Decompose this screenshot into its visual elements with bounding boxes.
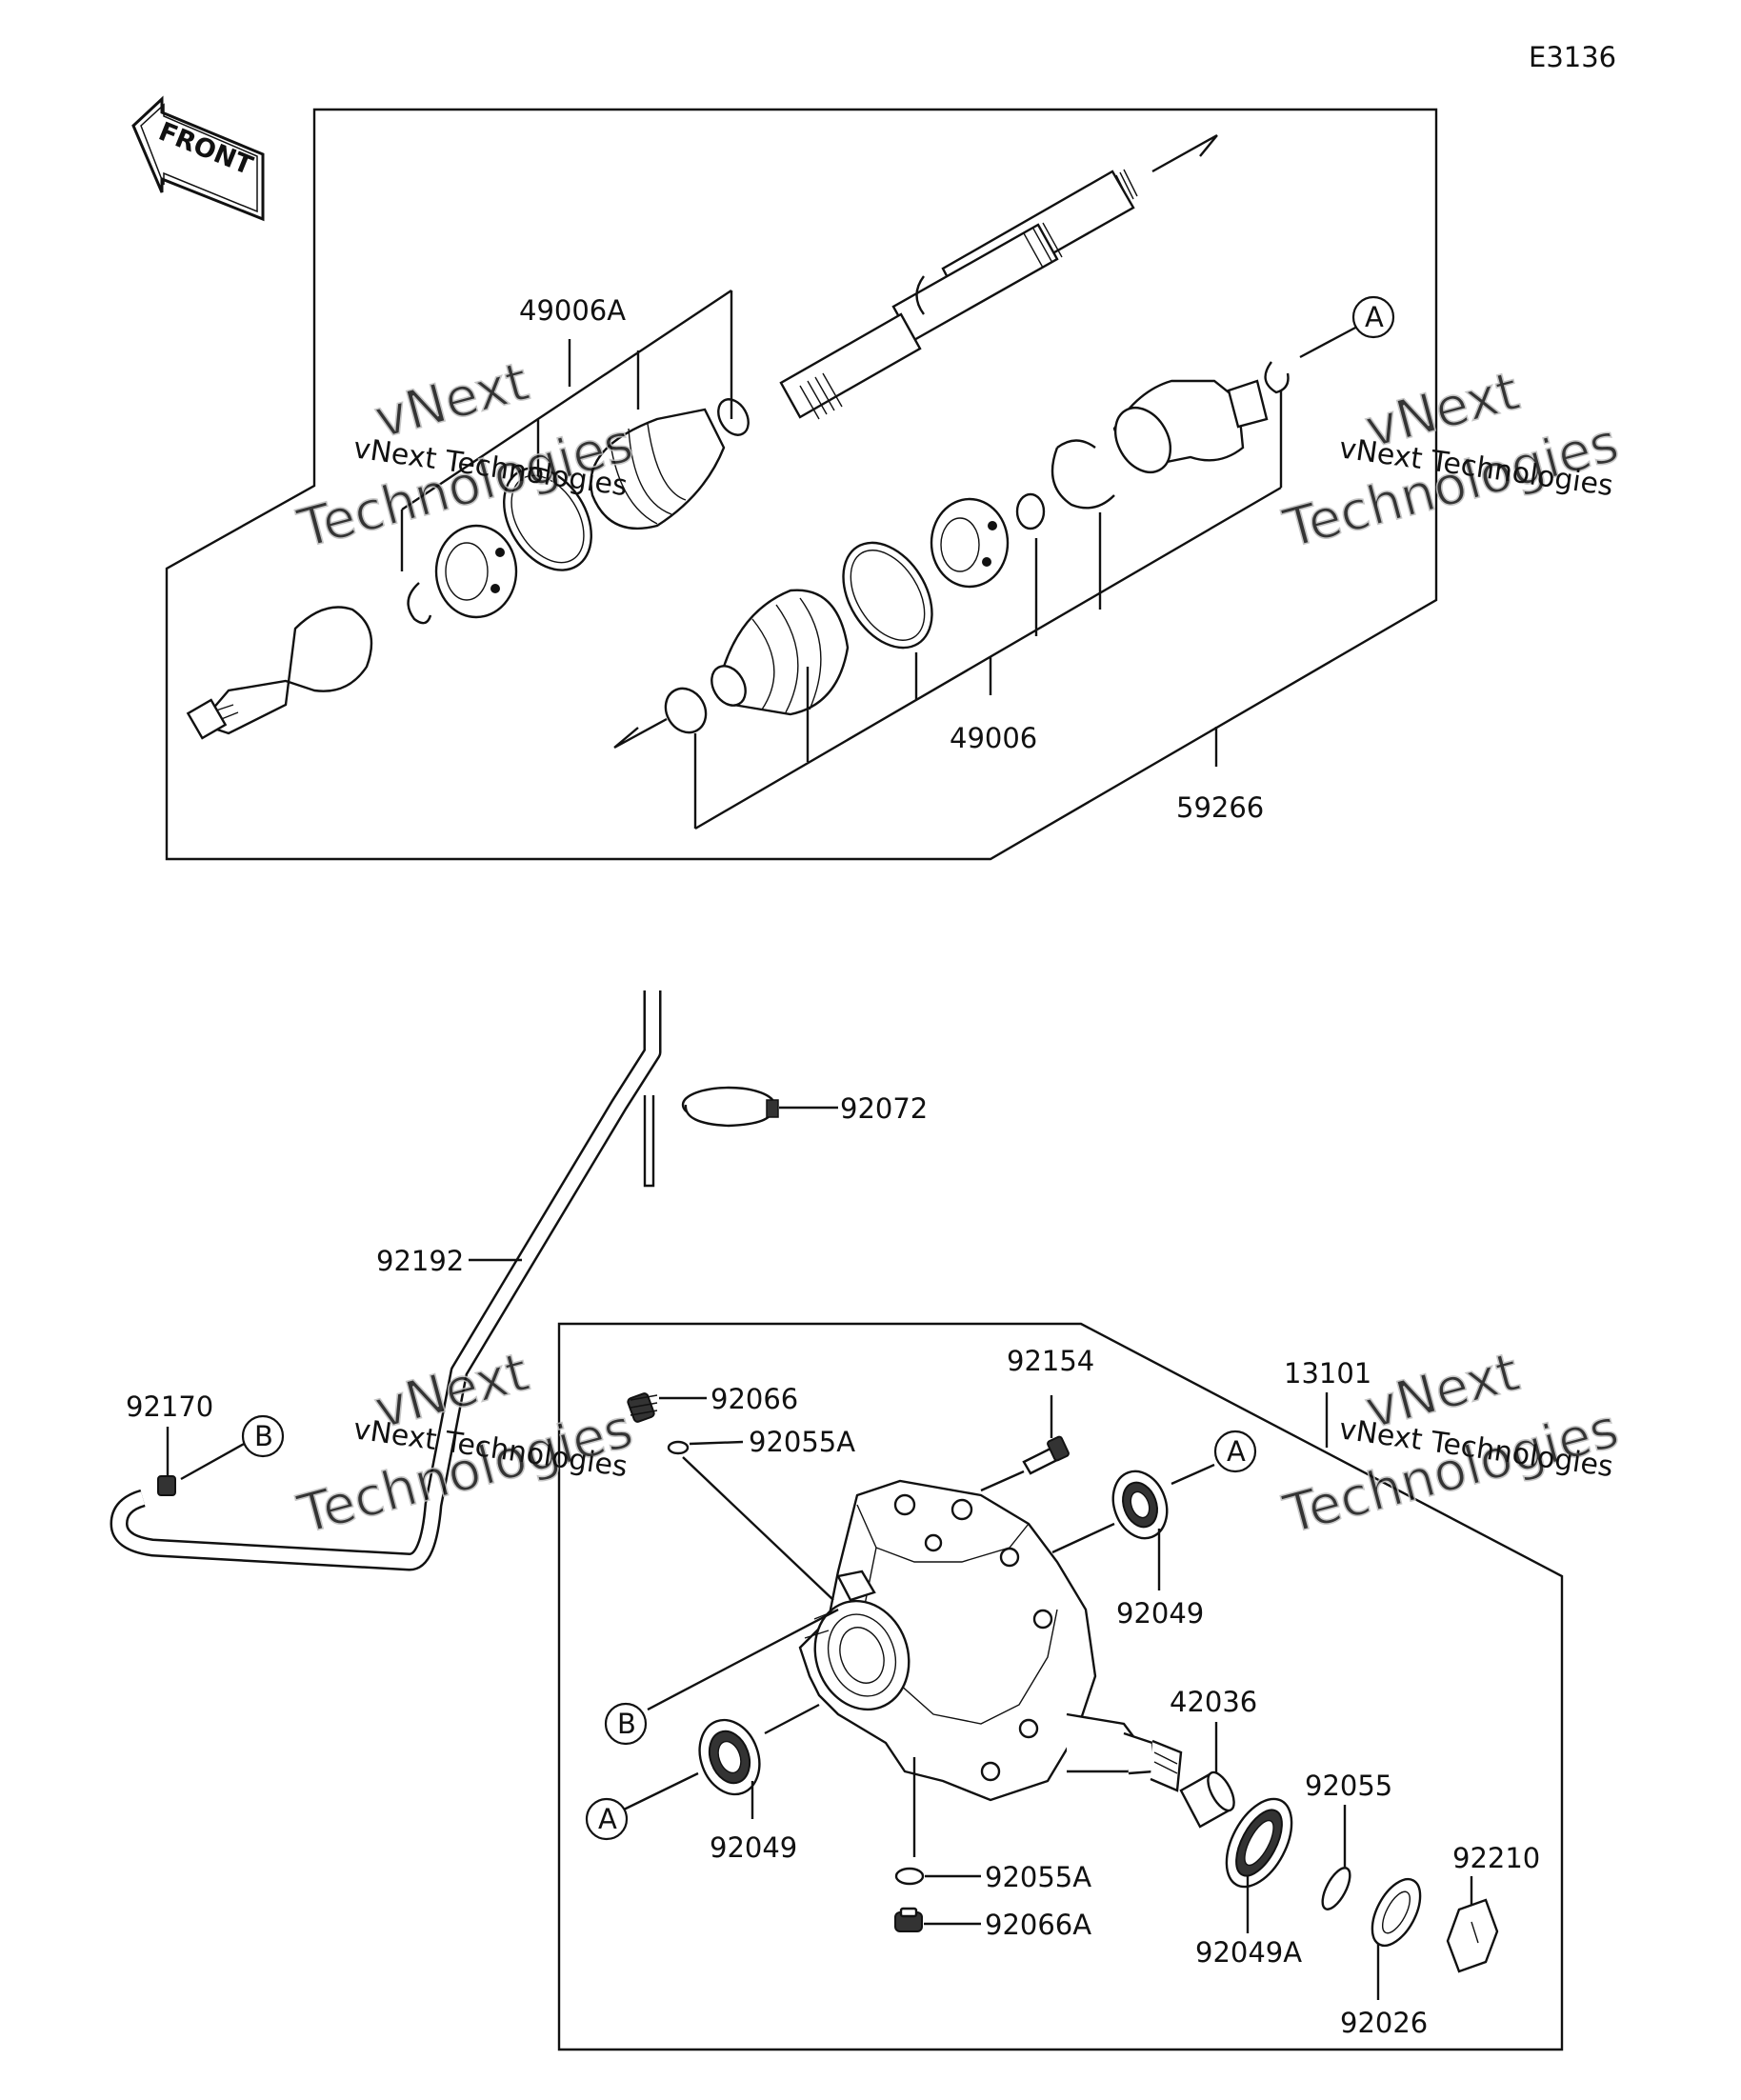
- leader-92049-right: [1051, 1463, 1215, 1590]
- final-gear-case: [798, 1479, 1183, 1802]
- bolt-92154: [1022, 1435, 1070, 1475]
- callout-a-left: A: [585, 1797, 629, 1841]
- diagram-code: E3136: [1529, 41, 1616, 73]
- leader-callout-b-right: [647, 1608, 839, 1711]
- label-49006: 49006: [950, 722, 1037, 754]
- label-49006A: 49006A: [519, 294, 626, 327]
- oil-seal-92049A: [1225, 1797, 1293, 1889]
- leaders-49006: [693, 390, 1283, 830]
- axle-assembly-frame: [165, 108, 1438, 861]
- label-92066A: 92066A: [985, 1909, 1091, 1941]
- watermark-upper-right: vNext Technologies vNext Technologies: [1276, 360, 1626, 562]
- bearing-cage-outer: [434, 524, 518, 619]
- o-ring-92055: [1321, 1867, 1351, 1910]
- label-92049A: 92049A: [1195, 1936, 1302, 1969]
- circlip-outer: [407, 582, 432, 625]
- o-ring-92055A-top: [667, 1440, 690, 1455]
- leader-59266: [1214, 727, 1218, 767]
- circlip-inner: [1051, 439, 1115, 510]
- nut-92210: [1446, 1898, 1499, 1973]
- label-92154: 92154: [1007, 1345, 1094, 1377]
- svg-text:A: A: [1227, 1435, 1246, 1468]
- cv-joint-inner: [1112, 379, 1269, 473]
- breather-plug-92066: [627, 1392, 658, 1423]
- leader-92055A-top: [682, 1440, 834, 1601]
- bearing-cage-inner: [930, 497, 1010, 589]
- hose-clamp: [681, 1086, 779, 1128]
- label-92066: 92066: [710, 1383, 798, 1415]
- label-92055A-top: 92055A: [749, 1426, 855, 1458]
- label-92055A-bottom: 92055A: [985, 1861, 1091, 1893]
- leader-92170: [166, 1427, 247, 1481]
- label-92049-right: 92049: [1116, 1597, 1204, 1630]
- callout-a-top: A: [1351, 295, 1395, 339]
- cv-boot-inner: [710, 589, 850, 716]
- callout-b-right: B: [604, 1702, 648, 1746]
- oil-seal-92049-right: [1111, 1470, 1169, 1540]
- small-ring-2: [1015, 492, 1046, 530]
- label-42036: 42036: [1170, 1686, 1257, 1718]
- leader-92049-left: [623, 1703, 820, 1819]
- direction-arrow-left: [613, 717, 668, 750]
- leader-callout-a-top: [1299, 325, 1358, 359]
- drain-plug-92066A: [894, 1907, 923, 1932]
- front-arrow-icon: FRONT: [131, 95, 265, 222]
- label-92072: 92072: [840, 1092, 928, 1125]
- label-92055: 92055: [1305, 1770, 1392, 1802]
- label-92170: 92170: [126, 1390, 213, 1423]
- washer-92026: [1371, 1877, 1422, 1948]
- callout-b-left: B: [241, 1414, 285, 1458]
- hose-fitting-92170: [157, 1475, 176, 1496]
- cv-joint-outer: [186, 606, 373, 740]
- oil-seal-92049-left: [698, 1718, 761, 1796]
- o-ring-92055A-bottom: [894, 1867, 925, 1886]
- label-92210: 92210: [1452, 1842, 1540, 1874]
- callout-a-right: A: [1213, 1430, 1257, 1473]
- label-92049-left: 92049: [710, 1831, 797, 1864]
- cv-boot-outer: [590, 398, 750, 530]
- breather-hose: [110, 990, 662, 1571]
- label-13101: 13101: [1284, 1357, 1371, 1390]
- label-59266: 59266: [1176, 791, 1264, 824]
- svg-text:B: B: [617, 1708, 636, 1740]
- gear-case-frame: [557, 1322, 1564, 2051]
- sleeve-42036: [1179, 1770, 1235, 1829]
- boot-band-ring-inner: [842, 541, 933, 650]
- label-92192: 92192: [376, 1245, 464, 1277]
- svg-text:vNext: vNext: [369, 350, 535, 450]
- label-92026: 92026: [1340, 2007, 1428, 2039]
- small-ring-inner: [664, 687, 708, 734]
- boot-band-ring: [503, 467, 592, 571]
- circlip-end: [1264, 361, 1290, 394]
- leaders-49006A: [400, 290, 733, 571]
- svg-text:B: B: [254, 1420, 273, 1452]
- svg-text:A: A: [1365, 301, 1384, 333]
- leader-92154: [980, 1395, 1053, 1492]
- svg-text:A: A: [598, 1803, 617, 1835]
- watermark-lower-left: vNext Technologies vNext Technologies: [290, 1341, 640, 1548]
- drive-shaft: [779, 133, 1218, 420]
